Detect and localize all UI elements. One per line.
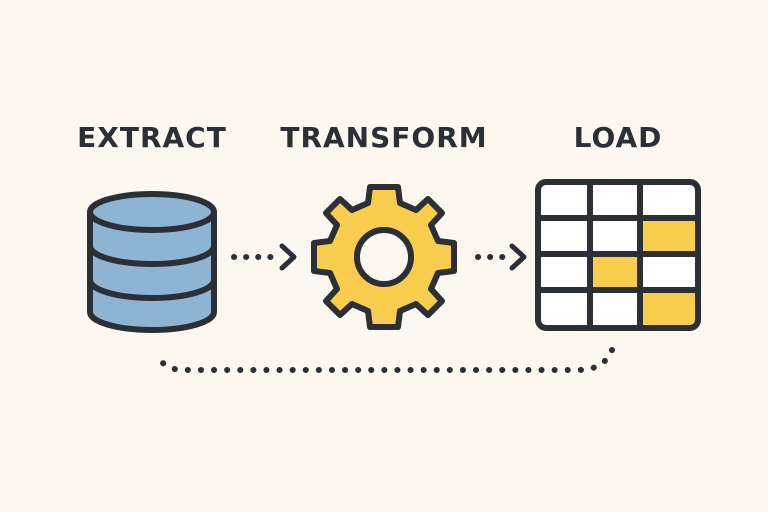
table-grid-icon xyxy=(535,179,701,331)
arrow-transform-to-load xyxy=(475,243,527,271)
database-icon xyxy=(87,191,217,333)
highlighted-cell xyxy=(640,218,698,254)
gear-icon xyxy=(311,184,457,330)
load-label: LOAD xyxy=(573,121,663,154)
highlighted-cell xyxy=(640,290,698,328)
highlighted-cell xyxy=(590,254,640,290)
loop-connector xyxy=(153,347,615,373)
transform-label: TRANSFORM xyxy=(280,121,488,154)
extract-label: EXTRACT xyxy=(77,121,227,154)
arrow-extract-to-transform xyxy=(231,243,297,271)
